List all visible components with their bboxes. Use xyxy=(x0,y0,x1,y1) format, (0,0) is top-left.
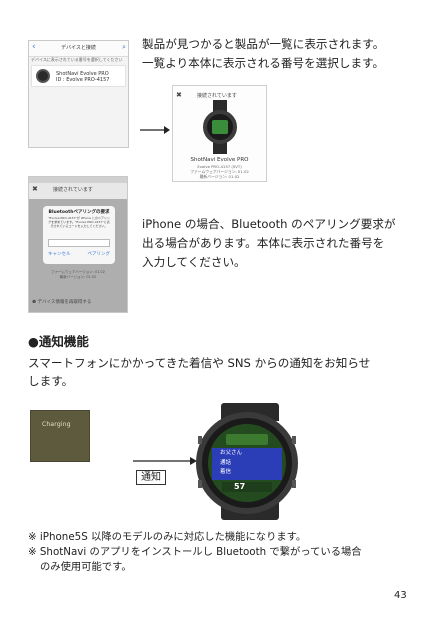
text-line: スマートフォンにかかってきた着信や SNS からの通知をお知らせ xyxy=(28,356,371,370)
bullet: ● xyxy=(28,334,39,349)
device-name: ShotNavi Evolve PRO xyxy=(190,157,249,163)
heading-text: 通知機能 xyxy=(38,334,89,349)
watch-button xyxy=(198,480,202,488)
device-id: ID : Evolve PRO-4157 xyxy=(56,77,110,83)
watch-face: お父さん 通話 着信 57 xyxy=(208,424,286,502)
pairing-request-screenshot: ✖ 接続されています Bluetoothペアリングの要求 "Evolve PRO… xyxy=(28,176,128,313)
firmware-version: ファームウェアバージョン: 01.02 xyxy=(190,169,249,174)
close-icon[interactable]: ✖ xyxy=(176,91,182,99)
notification-type: 通話 xyxy=(220,460,232,466)
pairing-dialog: Bluetoothペアリングの要求 "Evolve PRO-4157"が iPh… xyxy=(43,206,115,264)
notification-status: 着信 xyxy=(220,469,232,475)
latest-version: 最新バージョン: 01.02 xyxy=(59,274,97,279)
watch-icon xyxy=(203,110,237,144)
text-line: 出る場合があります。本体に表示された番号を xyxy=(142,236,385,250)
charging-screen: Charging xyxy=(30,410,90,462)
text-line: 入力してください。 xyxy=(142,255,246,269)
latest-version: 最新バージョン: 01.02 xyxy=(199,174,240,179)
text-line: します。 xyxy=(28,374,74,388)
pair-button[interactable]: ペアリング xyxy=(87,252,111,257)
pairing-code-input[interactable] xyxy=(48,239,110,247)
distance-value: 57 xyxy=(234,482,246,491)
watch-button xyxy=(198,436,202,444)
arrow-right-icon xyxy=(140,126,170,134)
footnote-continued: のみ使用可能です。 xyxy=(40,561,132,573)
device-label: ShotNavi Evolve PRO ID : Evolve PRO-4157 xyxy=(56,71,109,83)
firmware-version: ファームウェアバージョン: 01.02 xyxy=(51,270,105,274)
arrow-right-icon xyxy=(133,457,197,465)
watch-strap xyxy=(213,142,227,154)
charging-label: Charging xyxy=(42,421,71,428)
firmware-info: ファームウェアバージョン: 01.02 最新バージョン: 01.02 xyxy=(29,270,127,279)
watch-button xyxy=(292,480,296,488)
search-icon[interactable]: ⌕ xyxy=(122,43,126,51)
footnote: ※ iPhone5S 以降のモデルのみに対応した機能になります。 xyxy=(28,531,307,543)
text-line: 製品が見つかると製品が一覧に表示されます。 xyxy=(142,37,385,51)
footnotes: ※ iPhone5S 以降のモデルのみに対応した機能になります。 ※ ShotN… xyxy=(28,530,420,575)
cancel-button[interactable]: キャンセル xyxy=(48,252,71,257)
page-number: 43 xyxy=(394,590,407,601)
text-line: 一覧より本体に表示される番号を選択します。 xyxy=(142,56,385,70)
back-icon[interactable]: ‹ xyxy=(32,42,36,52)
connected-screenshot: ✖ 接続されています ShotNavi Evolve PRO Evolve PR… xyxy=(172,85,267,182)
notification-description: スマートフォンにかかってきた着信や SNS からの通知をお知らせ します。 xyxy=(28,354,420,390)
paragraph-select-device: 製品が見つかると製品が一覧に表示されます。 一覧より本体に表示される番号を選択し… xyxy=(142,35,422,73)
status-bar xyxy=(29,177,127,183)
device-name: ShotNavi Evolve PRO xyxy=(56,71,109,77)
dialog-message: "Evolve PRO-4157"が iPhone とのペアリングを求めています… xyxy=(48,216,110,228)
text-line: iPhone の場合、Bluetooth のペアリング要求が xyxy=(142,217,396,231)
device-id: Evolve PRO-4157 (SVT) xyxy=(197,164,242,169)
watch-icon xyxy=(36,69,50,83)
caller-name: お父さん xyxy=(220,450,243,456)
device-list-item[interactable]: ShotNavi Evolve PRO ID : Evolve PRO-4157 xyxy=(31,65,126,87)
connected-title: 接続されています xyxy=(197,93,237,99)
close-icon[interactable]: ✖ xyxy=(32,185,38,193)
info-icon: ❶ xyxy=(32,300,37,305)
refresh-device-info-link[interactable]: ❶ デバイス情報を再取得する xyxy=(32,299,91,305)
dialog-title: Bluetoothペアリングの要求 xyxy=(48,210,110,215)
nav-bar: ‹ デバイスと接続 ⌕ xyxy=(29,41,128,57)
section-heading: ●通知機能 xyxy=(28,331,89,350)
watch-button xyxy=(292,436,296,444)
device-list-screenshot: ‹ デバイスと接続 ⌕ デバイスに表示されている番号を選択してください Shot… xyxy=(28,40,129,148)
watch-bottom-panel xyxy=(222,482,272,492)
device-info: Evolve PRO-4157 (SVT) ファームウェアバージョン: 01.0… xyxy=(173,164,266,179)
footnote: ※ ShotNavi のアプリをインストールし Bluetooth で繋がってい… xyxy=(28,546,362,558)
watch-strap xyxy=(213,100,227,112)
connected-title: 接続されています xyxy=(53,187,93,193)
link-label: デバイス情報を再取得する xyxy=(37,300,92,305)
paragraph-iphone-pairing: iPhone の場合、Bluetooth のペアリング要求が 出る場合があります… xyxy=(142,215,420,272)
select-hint: デバイスに表示されている番号を選択してください xyxy=(31,57,123,62)
screen-title: デバイスと接続 xyxy=(61,45,96,51)
watch-top-panel xyxy=(226,434,268,445)
notification-panel xyxy=(212,448,282,480)
notify-label: 通知 xyxy=(136,470,166,485)
